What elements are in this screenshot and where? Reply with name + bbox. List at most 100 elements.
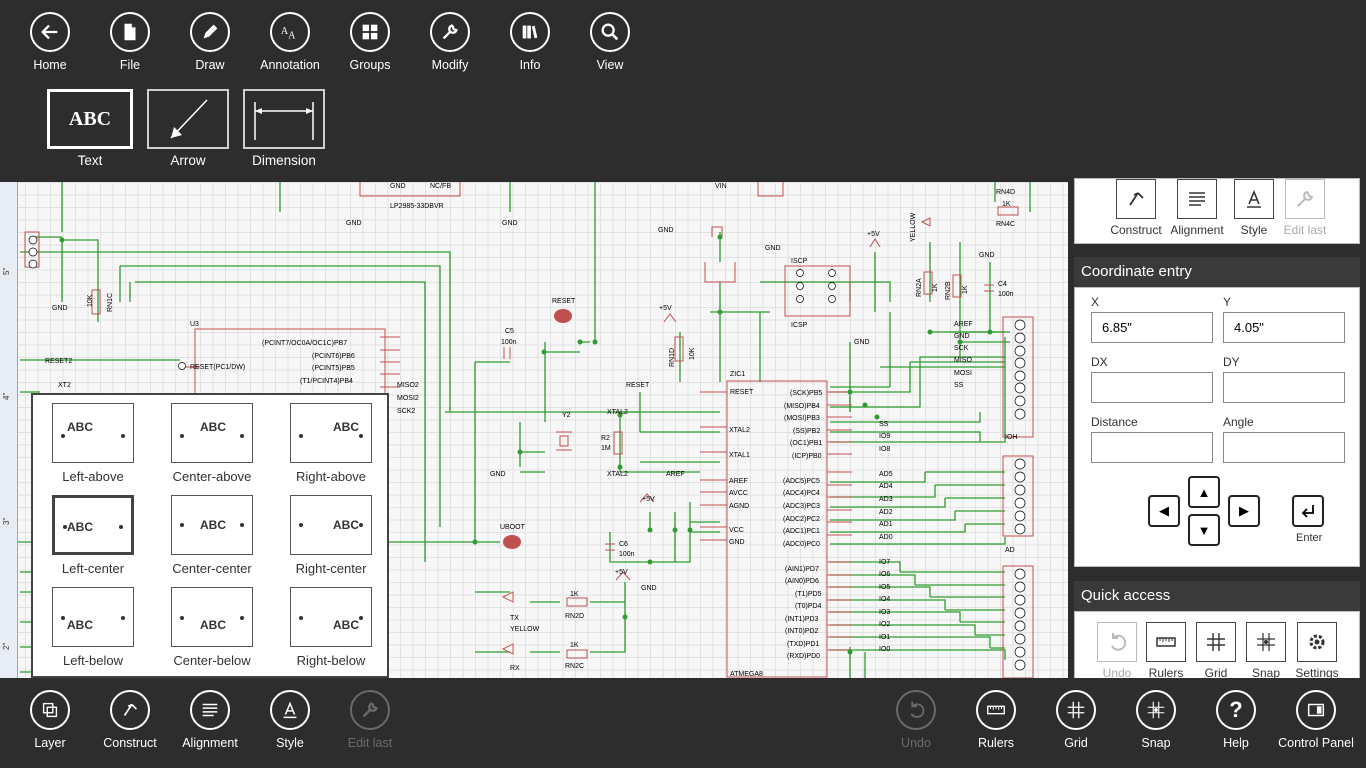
annotation-icon: AA bbox=[279, 21, 301, 43]
anchor-dot bbox=[180, 434, 184, 438]
header-ss-label: SS bbox=[954, 382, 964, 389]
distance-field[interactable] bbox=[1091, 432, 1213, 463]
align-left-above[interactable]: ABC Left-above bbox=[43, 403, 143, 484]
dy-field[interactable] bbox=[1223, 372, 1345, 403]
align-right-above[interactable]: ABC Right-above bbox=[281, 403, 381, 484]
reset-pc1-label: RESET(PC1/DW) bbox=[190, 364, 245, 371]
pb2-ss-label: (SS)PB2 bbox=[793, 428, 820, 435]
dimension-tool-button[interactable]: Dimension bbox=[243, 89, 325, 168]
arrow-tool-button[interactable]: Arrow bbox=[147, 89, 229, 168]
align-left-center[interactable]: ABC Left-center bbox=[43, 495, 143, 576]
xtal1-pin-label: XTAL1 bbox=[729, 452, 750, 459]
text-tool-button[interactable]: ABC Text bbox=[47, 89, 133, 168]
c4-label: C4 bbox=[998, 281, 1007, 288]
align-center-below[interactable]: ABC Center-below bbox=[162, 587, 262, 668]
dimension-icon bbox=[249, 94, 319, 144]
c6-value: 100n bbox=[619, 551, 635, 558]
file-button[interactable]: File bbox=[90, 12, 170, 72]
pb1-label: (OC1)PB1 bbox=[790, 440, 822, 447]
align-right-center[interactable]: ABC Right-center bbox=[281, 495, 381, 576]
construct-bottom-button[interactable]: Construct bbox=[90, 690, 170, 750]
view-button[interactable]: View bbox=[570, 12, 650, 72]
sample-text: ABC bbox=[333, 518, 359, 532]
undo-label: Undo bbox=[876, 736, 956, 750]
uboot-label: UBOOT bbox=[500, 524, 526, 531]
grid-label: Grid bbox=[1036, 736, 1116, 750]
tx-label: TX bbox=[510, 615, 519, 622]
undo-button[interactable]: Undo bbox=[876, 690, 956, 750]
edit-last-button[interactable]: Edit last bbox=[1275, 179, 1335, 237]
annotation-button[interactable]: AA Annotation bbox=[250, 12, 330, 72]
home-button[interactable]: Home bbox=[10, 12, 90, 72]
edit-last-bottom-button[interactable]: Edit last bbox=[330, 690, 410, 750]
grid-button[interactable]: Grid bbox=[1036, 690, 1116, 750]
ruler-icon bbox=[985, 699, 1007, 721]
align-center-above[interactable]: ABC Center-above bbox=[162, 403, 262, 484]
gnd-pin-label: GND bbox=[729, 539, 745, 546]
grid-icon bbox=[1204, 630, 1228, 654]
alignment-icon bbox=[199, 699, 221, 721]
left-arrow-button[interactable]: ◀ bbox=[1148, 495, 1180, 527]
x-field[interactable] bbox=[1091, 312, 1213, 343]
enter-button[interactable] bbox=[1292, 495, 1324, 527]
align-center-center[interactable]: ABC Center-center bbox=[162, 495, 262, 576]
draw-button[interactable]: Draw bbox=[170, 12, 250, 72]
vin-label: VIN bbox=[715, 183, 727, 190]
ruler-tick: 3" bbox=[2, 518, 11, 525]
rn1d-value: 10K bbox=[689, 347, 696, 360]
ldo-label: LP2985-33DBVR bbox=[390, 203, 444, 210]
up-arrow-button[interactable]: ▲ bbox=[1188, 476, 1220, 508]
c5-value: 100n bbox=[501, 339, 517, 346]
mosi2-label: MOSI2 bbox=[397, 395, 419, 402]
modify-button[interactable]: Modify bbox=[410, 12, 490, 72]
quick-access-title: Quick access bbox=[1081, 587, 1170, 604]
y-field[interactable] bbox=[1223, 312, 1345, 343]
view-label: View bbox=[570, 58, 650, 72]
quick-settings-button[interactable]: Settings bbox=[1287, 622, 1347, 680]
alignment-bottom-button[interactable]: Alignment bbox=[170, 690, 250, 750]
header-gnd-label: GND bbox=[954, 333, 970, 340]
align-right-below[interactable]: ABC Right-below bbox=[281, 587, 381, 668]
pencil-icon bbox=[199, 21, 221, 43]
pb5-label: (PCINT5)PB5 bbox=[312, 365, 355, 372]
control-panel-button[interactable]: Control Panel bbox=[1276, 690, 1356, 750]
rn4c-label: RN4C bbox=[996, 221, 1015, 228]
vertical-ruler[interactable]: 5" 4" 3" 2" bbox=[0, 182, 18, 678]
construct-button[interactable]: Construct bbox=[1106, 179, 1166, 237]
pd7-label: (AIN1)PD7 bbox=[785, 566, 819, 573]
info-label: Info bbox=[490, 58, 570, 72]
ad2-label: AD2 bbox=[879, 509, 893, 516]
reset-net-label: RESET bbox=[626, 382, 650, 389]
right-arrow-button[interactable]: ▶ bbox=[1228, 495, 1260, 527]
alignment-label: Alignment bbox=[1167, 223, 1227, 237]
snap-button[interactable]: Snap bbox=[1116, 690, 1196, 750]
dx-field[interactable] bbox=[1091, 372, 1213, 403]
control-panel-label: Control Panel bbox=[1276, 736, 1356, 750]
align-option-label: Right-below bbox=[281, 653, 381, 668]
plus5v-label: +5V bbox=[867, 231, 880, 238]
pb3-mosi-label: (MOSI)PB3 bbox=[784, 415, 820, 422]
abc-glyph: ABC bbox=[69, 108, 111, 131]
help-button[interactable]: ? Help bbox=[1196, 690, 1276, 750]
back-arrow-icon bbox=[39, 21, 61, 43]
down-arrow-button[interactable]: ▼ bbox=[1188, 514, 1220, 546]
rulers-button[interactable]: Rulers bbox=[956, 690, 1036, 750]
alignment-button[interactable]: Alignment bbox=[1167, 179, 1227, 237]
align-left-below[interactable]: ABC Left-below bbox=[43, 587, 143, 668]
c5-label: C5 bbox=[505, 328, 514, 335]
rx-label: RX bbox=[510, 665, 520, 672]
style-bottom-label: Style bbox=[250, 736, 330, 750]
angle-label: Angle bbox=[1223, 415, 1254, 429]
rn2b-value: 1K bbox=[962, 285, 969, 294]
style-bottom-button[interactable]: Style bbox=[250, 690, 330, 750]
groups-button[interactable]: Groups bbox=[330, 12, 410, 72]
anchor-dot bbox=[61, 616, 65, 620]
info-button[interactable]: Info bbox=[490, 12, 570, 72]
layer-button[interactable]: Layer bbox=[10, 690, 90, 750]
edit-last-label: Edit last bbox=[1275, 223, 1335, 237]
angle-field[interactable] bbox=[1223, 432, 1345, 463]
help-icon: ? bbox=[1229, 697, 1242, 723]
anchor-dot bbox=[121, 616, 125, 620]
right-arrow-icon: ▶ bbox=[1239, 503, 1249, 519]
gnd-label: GND bbox=[52, 305, 68, 312]
